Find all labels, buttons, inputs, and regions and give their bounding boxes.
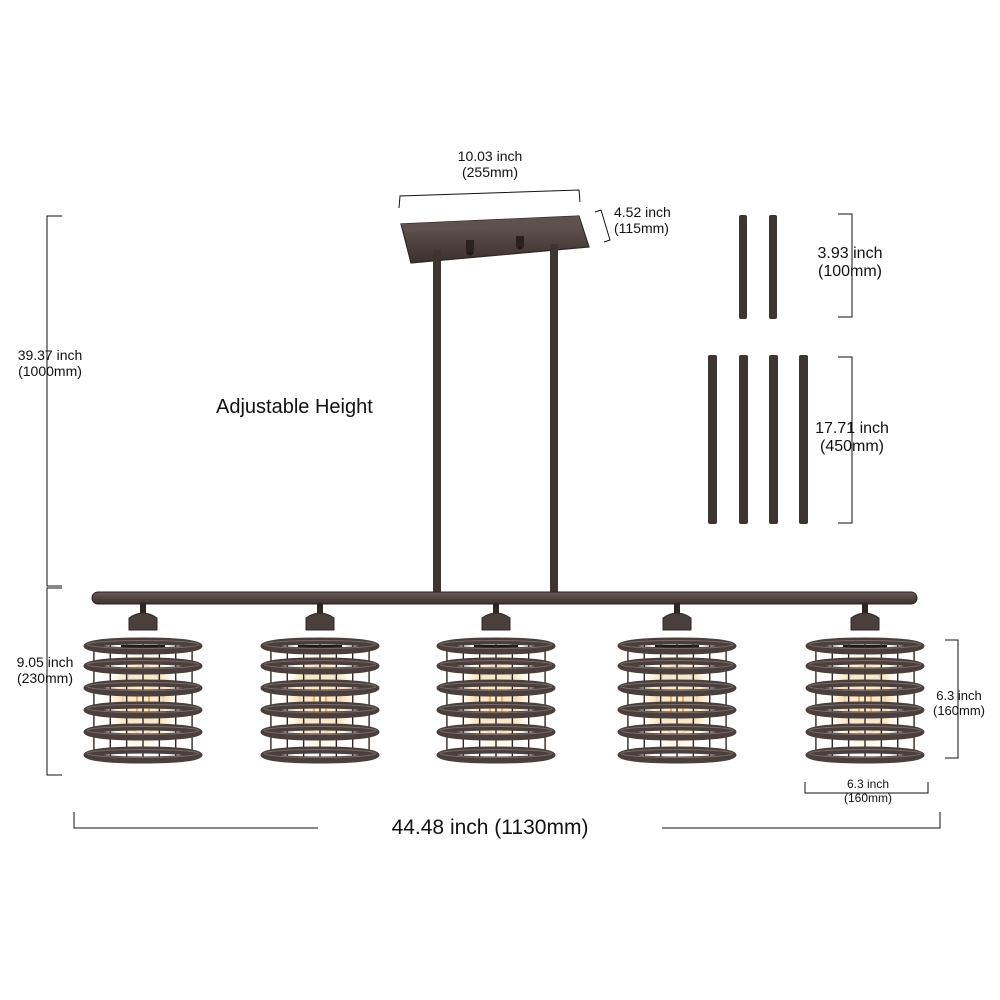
long-rod-2 bbox=[739, 355, 748, 524]
dimension-lines bbox=[46, 189, 959, 829]
shade-5 bbox=[805, 603, 925, 764]
extension-rods bbox=[708, 215, 808, 524]
short-rod-label: 3.93 inch (100mm) bbox=[817, 245, 883, 281]
short-rod-2 bbox=[769, 215, 777, 319]
canopy bbox=[400, 215, 590, 264]
cage-height-bracket bbox=[945, 639, 959, 759]
long-rod-3 bbox=[769, 355, 778, 524]
adjustable-height-label: Adjustable Height bbox=[216, 396, 373, 418]
shade-1 bbox=[83, 603, 203, 764]
total-length-left bbox=[73, 812, 318, 829]
light-shades bbox=[83, 603, 925, 764]
total-height-label: 39.37 inch (1000mm) bbox=[17, 347, 83, 380]
total-length-label: 44.48 inch (1130mm) bbox=[391, 816, 589, 839]
long-rod-label: 17.71 inch (450mm) bbox=[815, 420, 889, 456]
long-rod-1 bbox=[708, 355, 717, 524]
main-bar bbox=[91, 591, 918, 605]
short-rod-1 bbox=[739, 215, 747, 319]
shade-4 bbox=[617, 603, 737, 764]
short-rod-bracket bbox=[838, 213, 853, 318]
total-length-right bbox=[662, 812, 941, 829]
canopy-width-label: 10.03 inch (255mm) bbox=[457, 148, 523, 181]
canopy-width-bracket bbox=[398, 189, 581, 209]
cage-width-bracket bbox=[804, 782, 929, 794]
shade-3 bbox=[436, 603, 556, 764]
total-height-bracket bbox=[46, 215, 62, 587]
canopy-depth-label: 4.52 inch (115mm) bbox=[614, 204, 671, 237]
shade-2 bbox=[260, 603, 380, 764]
shade-height-label: 9.05 inch (230mm) bbox=[16, 654, 74, 687]
long-rod-4 bbox=[799, 355, 808, 524]
long-rod-bracket bbox=[838, 356, 853, 524]
cage-height-label: 6.3 inch (160mm) bbox=[932, 688, 985, 718]
hanging-rods bbox=[433, 244, 558, 594]
shade-height-bracket bbox=[46, 587, 62, 776]
cage-width-label: 6.3 inch (160mm) bbox=[843, 777, 892, 805]
canopy-depth-bracket bbox=[594, 209, 611, 243]
